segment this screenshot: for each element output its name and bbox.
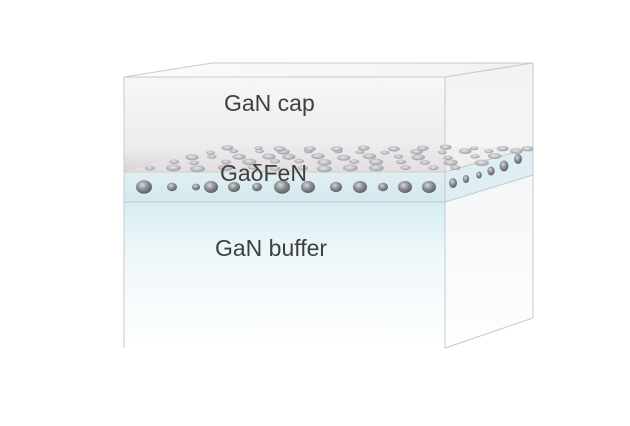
precipitate-dot bbox=[218, 164, 234, 171]
precipitate-dot bbox=[274, 180, 290, 194]
precipitate-dot bbox=[476, 171, 482, 179]
precipitate-dot bbox=[269, 165, 281, 171]
precipitate-dot bbox=[443, 159, 458, 166]
buffer-layer-front bbox=[124, 202, 445, 348]
block-right-face bbox=[444, 62, 534, 349]
delta-layer-label: GaδFeN bbox=[220, 160, 307, 186]
precipitates-side-row bbox=[449, 154, 522, 188]
precipitate-dot bbox=[400, 165, 411, 170]
precipitate-dot bbox=[247, 164, 259, 170]
precipitate-dot bbox=[330, 146, 343, 152]
precipitate-dot bbox=[189, 160, 200, 166]
precipitate-dot bbox=[450, 165, 461, 171]
precipitate-dot bbox=[207, 154, 217, 159]
precipitate-dot bbox=[470, 154, 480, 159]
precipitate-dot bbox=[443, 155, 453, 160]
precipitate-dot bbox=[396, 159, 407, 165]
precipitate-dot bbox=[428, 165, 439, 171]
precipitate-dot bbox=[165, 164, 181, 172]
precipitate-dot bbox=[521, 146, 534, 152]
cap-layer-label: GaN cap bbox=[224, 90, 315, 116]
buffer-layer-label: GaN buffer bbox=[215, 235, 328, 261]
precipitate-dot bbox=[303, 146, 316, 152]
precipitate-dot bbox=[204, 181, 218, 193]
precipitate-dot bbox=[474, 159, 489, 167]
precipitate-dot bbox=[229, 149, 239, 154]
precipitate-dot bbox=[254, 146, 263, 150]
precipitate-dot bbox=[496, 145, 509, 152]
precipitate-dot bbox=[398, 181, 412, 193]
precipitate-dot bbox=[437, 150, 447, 155]
precipitate-dot bbox=[469, 146, 479, 151]
precipitate-dot bbox=[255, 149, 265, 154]
precipitate-dot bbox=[353, 181, 367, 193]
precipitate-dot bbox=[349, 159, 360, 164]
precipitate-dot bbox=[458, 148, 472, 154]
precipitate-dot bbox=[510, 148, 523, 154]
precipitate-dot bbox=[169, 159, 180, 164]
precipitate-dot bbox=[189, 165, 205, 173]
precipitate-dot bbox=[393, 154, 404, 159]
precipitate-dot bbox=[232, 153, 246, 160]
precipitate-dot bbox=[487, 166, 495, 176]
precipitate-dot bbox=[297, 165, 309, 171]
precipitate-dot bbox=[316, 165, 332, 173]
precipitate-dot bbox=[167, 182, 177, 192]
precipitate-dot bbox=[499, 160, 509, 172]
precipitate-dot bbox=[336, 154, 351, 161]
precipitate-dot bbox=[388, 146, 400, 152]
precipitate-dot bbox=[422, 181, 436, 193]
precipitate-dot bbox=[311, 153, 325, 160]
precipitate-dot bbox=[185, 154, 199, 161]
precipitate-dot bbox=[462, 175, 470, 183]
precipitate-dot bbox=[252, 182, 262, 192]
precipitate-dot bbox=[378, 182, 388, 192]
precipitate-dot bbox=[411, 154, 425, 161]
precipitate-dot bbox=[273, 146, 286, 152]
precipitate-dot bbox=[368, 158, 384, 166]
precipitate-dot bbox=[342, 164, 358, 172]
precipitate-dot bbox=[228, 181, 240, 193]
precipitate-dot bbox=[368, 164, 384, 172]
precipitates-front-row bbox=[136, 180, 436, 194]
precipitate-dot bbox=[301, 181, 315, 193]
precipitate-dot bbox=[487, 153, 502, 160]
precipitate-dot bbox=[270, 159, 281, 164]
precipitate-dot bbox=[439, 144, 452, 150]
precipitate-dot bbox=[317, 159, 332, 166]
precipitate-dot bbox=[144, 165, 156, 171]
precipitate-dot bbox=[294, 158, 305, 164]
precipitate-dot bbox=[362, 153, 377, 160]
precipitate-dot bbox=[514, 154, 522, 164]
precipitate-dot bbox=[416, 145, 429, 151]
precipitate-dot bbox=[484, 149, 494, 154]
precipitate-dot bbox=[357, 145, 370, 151]
precipitate-dot bbox=[136, 180, 152, 194]
precipitate-dot bbox=[380, 150, 390, 155]
precipitate-dot bbox=[449, 178, 457, 188]
precipitate-dot bbox=[206, 150, 216, 155]
precipitate-dot bbox=[262, 153, 276, 160]
precipitate-dot bbox=[330, 181, 342, 193]
precipitate-dot bbox=[192, 183, 200, 191]
precipitate-dot bbox=[221, 145, 234, 151]
precipitate-dot bbox=[221, 159, 232, 165]
precipitate-dot bbox=[282, 153, 296, 160]
precipitates-plane bbox=[144, 144, 534, 173]
precipitate-dot bbox=[419, 160, 430, 165]
precipitate-dot bbox=[242, 158, 257, 165]
precipitate-dot bbox=[355, 149, 365, 154]
